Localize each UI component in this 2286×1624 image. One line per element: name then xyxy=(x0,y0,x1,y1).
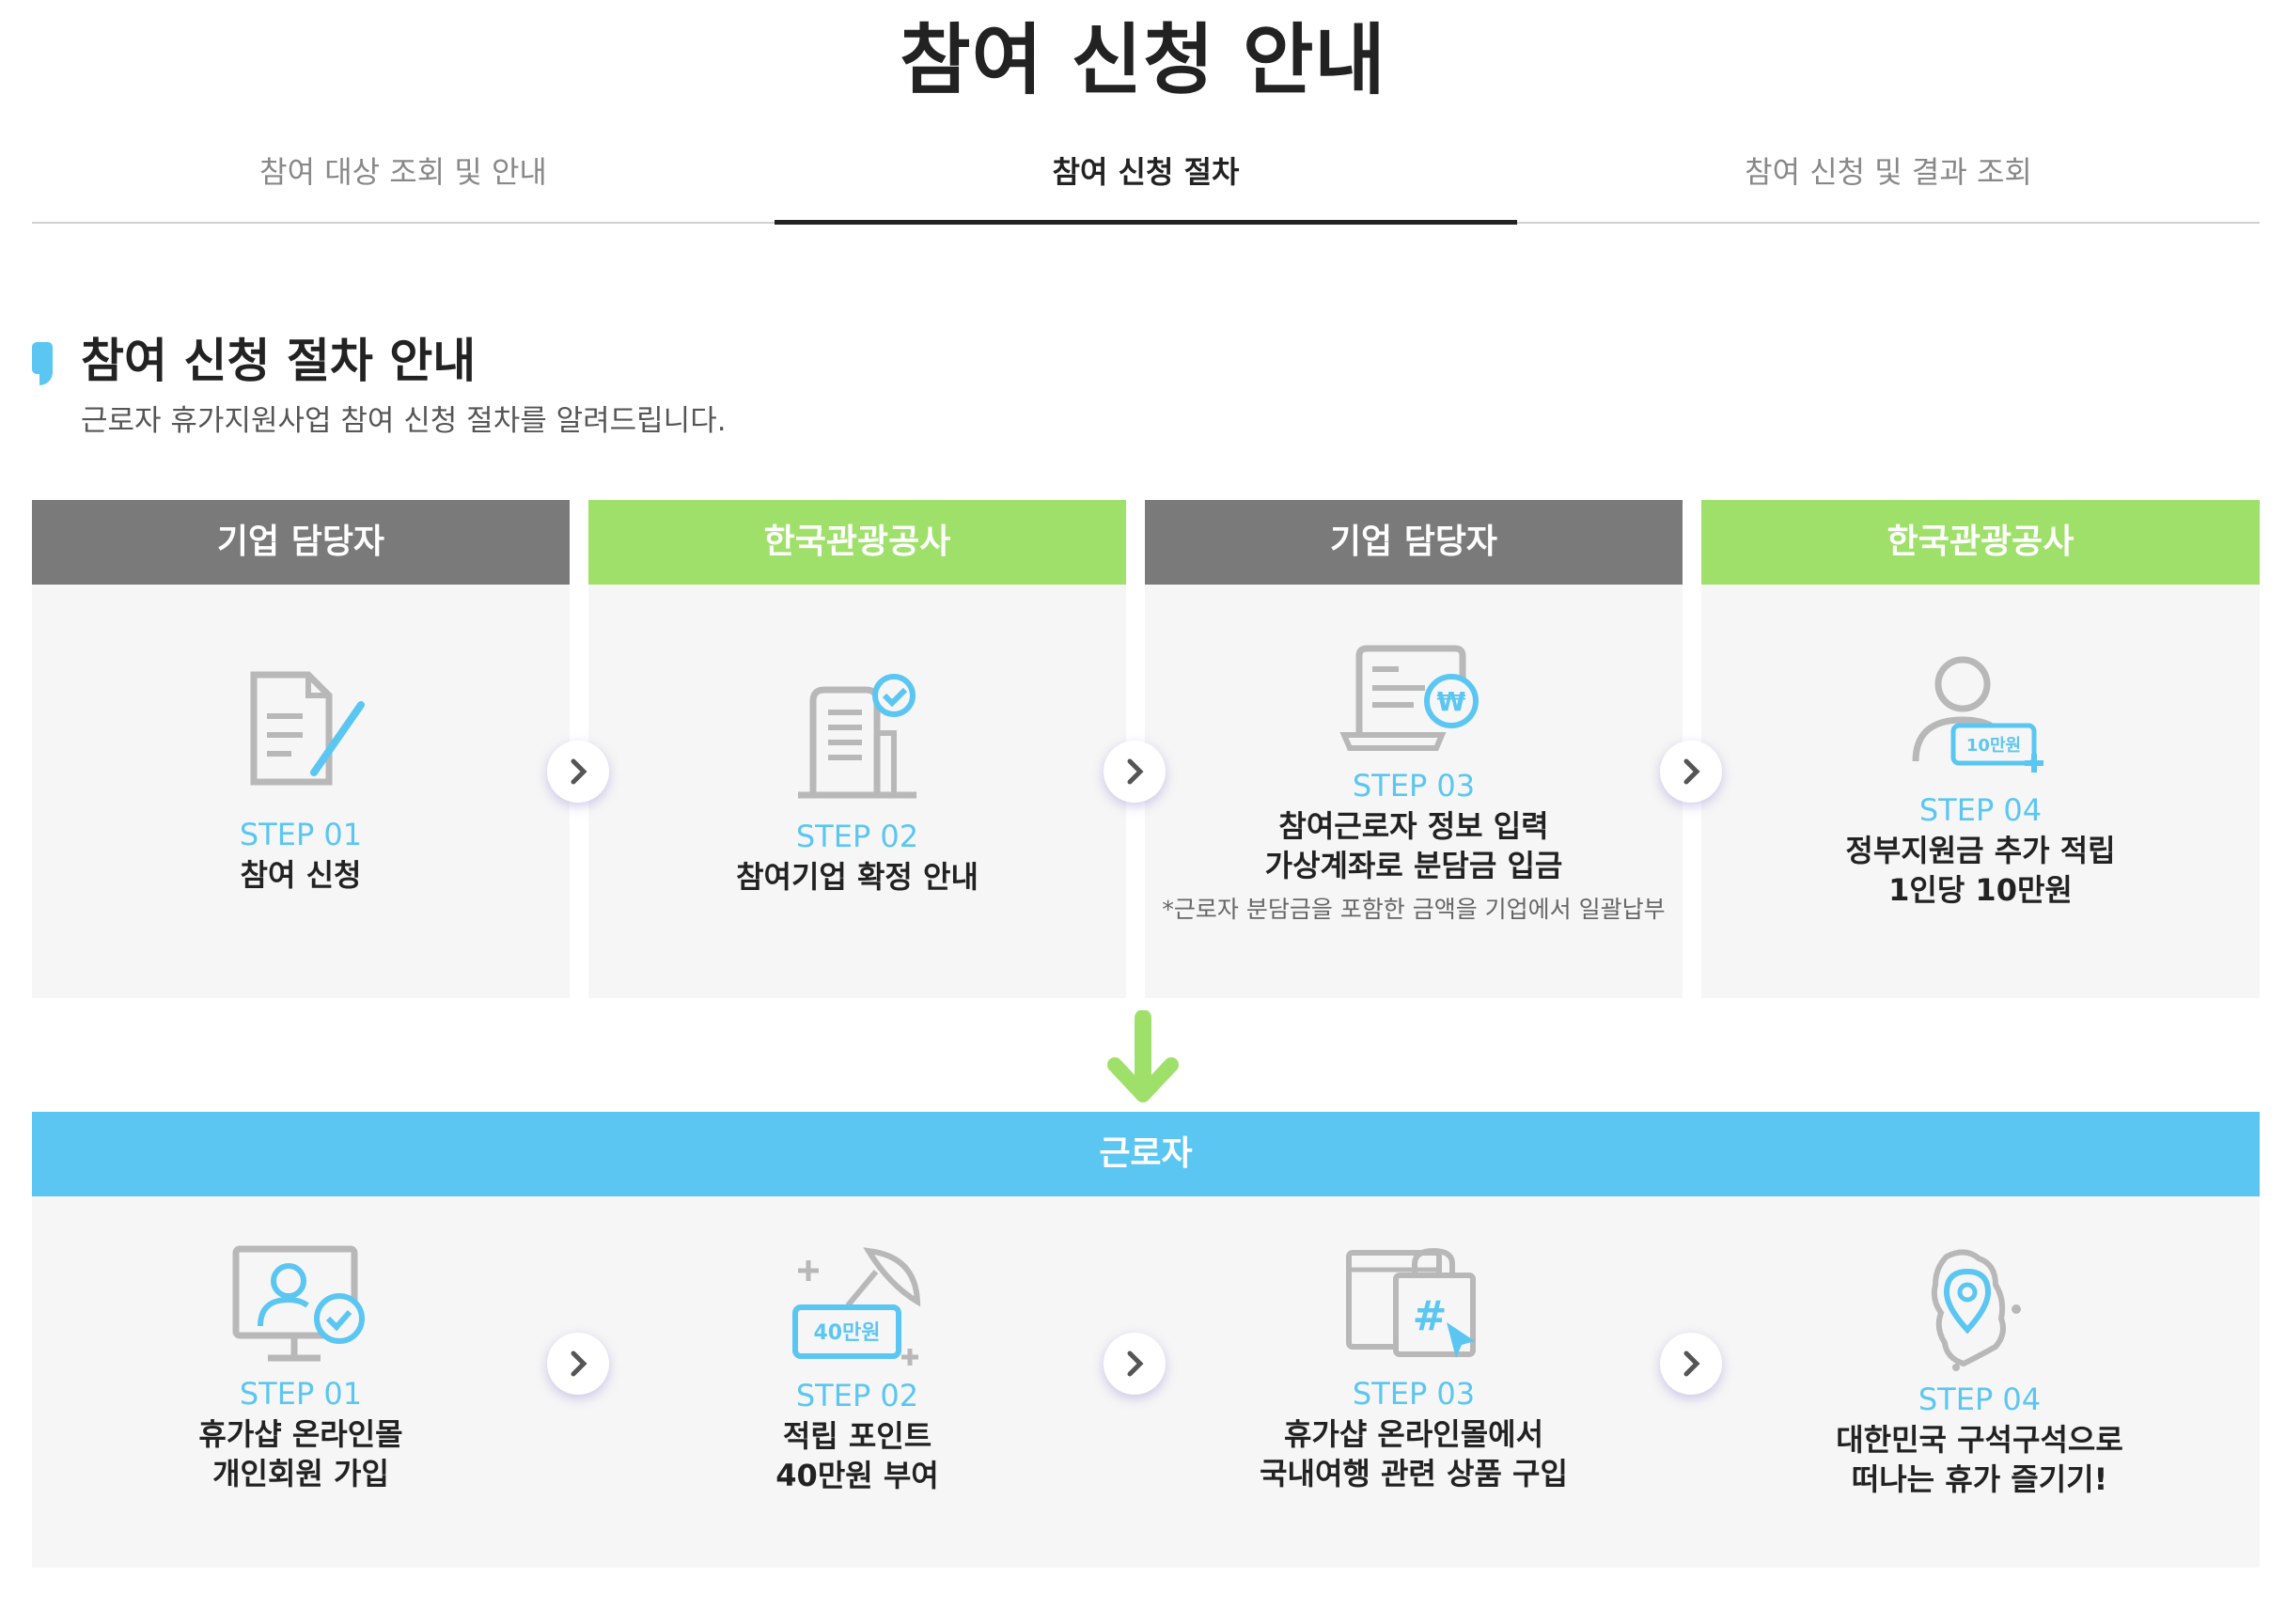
step-title-line-2: 개인회원 가입 xyxy=(212,1456,389,1491)
worker-step-1: STEP 01 휴가샵 온라인몰 개인회원 가입 xyxy=(38,1243,564,1493)
svg-text:#: # xyxy=(1413,1292,1448,1340)
laptop-won-icon: ₩ xyxy=(1145,643,1683,756)
chevron-right-icon xyxy=(1683,1351,1700,1377)
chevron-right-icon xyxy=(571,758,587,785)
worker-step-4: STEP 04 대한민국 구석구석으로 떠나는 휴가 즐기기! xyxy=(1707,1243,2252,1499)
chevron-right-icon xyxy=(1683,758,1700,785)
next-arrow-button[interactable] xyxy=(1104,1333,1166,1395)
step-title-line-1: 정부지원금 추가 적립 xyxy=(1845,833,2116,868)
tab-bar: 참여 대상 조회 및 안내 참여 신청 절차 참여 신청 및 결과 조회 xyxy=(32,141,2260,225)
chevron-right-icon xyxy=(1127,1351,1144,1377)
worker-step-2: 40만원 STEP 02 적립 포인트 40만원 부여 xyxy=(594,1243,1120,1495)
arrow-down-icon xyxy=(1105,1009,1181,1108)
step-title: 참여기업 확정 안내 xyxy=(736,859,979,895)
korea-map-pin-icon xyxy=(1707,1243,2252,1375)
step-label: STEP 02 xyxy=(795,819,919,854)
step-title-line-2: 40만원 부여 xyxy=(775,1458,939,1493)
worker-step-3: # STEP 03 휴가샵 온라인몰에서 국내여행 관련 상품 구입 xyxy=(1151,1243,1677,1493)
step-title-line-2: 국내여행 관련 상품 구입 xyxy=(1260,1456,1568,1491)
document-edit-icon xyxy=(32,667,570,793)
step-title-line-1: 참여근로자 정보 입력 xyxy=(1278,808,1549,844)
next-arrow-button[interactable] xyxy=(547,1333,609,1395)
page-title: 참여 신청 안내 xyxy=(900,16,1386,105)
next-arrow-button[interactable] xyxy=(1660,741,1722,803)
step-label: STEP 04 xyxy=(1918,792,2043,828)
quote-mark-icon xyxy=(32,342,53,385)
card-header: 기업 담당자 xyxy=(32,500,570,585)
next-arrow-button[interactable] xyxy=(1660,1333,1722,1395)
icon-badge-text: 40만원 xyxy=(813,1321,880,1345)
chevron-right-icon xyxy=(1127,758,1144,785)
section-title: 참여 신청 절차 안내 xyxy=(81,334,477,388)
tab-target-lookup[interactable]: 참여 대상 조회 및 안내 xyxy=(259,154,547,190)
company-step-card-2: 한국관광공사 STEP 02 참여기업 확정 안내 xyxy=(588,500,1126,998)
company-step-card-1: 기업 담당자 STEP 01 참여 신청 xyxy=(32,500,570,998)
chevron-right-icon xyxy=(571,1351,587,1377)
step-label: STEP 01 xyxy=(239,1376,363,1412)
card-header: 한국관광공사 xyxy=(1701,500,2260,585)
worker-header: 근로자 xyxy=(32,1112,2260,1196)
card-header: 기업 담당자 xyxy=(1145,500,1683,585)
section-description: 근로자 휴가지원사업 참여 신청 절차를 알려드립니다. xyxy=(81,404,727,438)
company-step-card-4: 한국관광공사 10만원 STEP 04 정부지원금 추가 적립 1인당 10만원 xyxy=(1701,500,2260,998)
step-title-line-1: 휴가샵 온라인몰 xyxy=(198,1416,403,1452)
step-title-line-2: 떠나는 휴가 즐기기! xyxy=(1851,1461,2108,1497)
step-label: STEP 03 xyxy=(1352,1376,1476,1412)
company-step-card-3: 기업 담당자 ₩ STEP 03 참여근로자 정보 입력 가상계좌로 분담금 입… xyxy=(1145,500,1683,998)
monitor-user-check-icon xyxy=(38,1243,564,1369)
umbrella-points-icon: 40만원 xyxy=(594,1243,1120,1375)
step-label: STEP 03 xyxy=(1352,768,1476,804)
icon-badge-text: 10만원 xyxy=(1966,736,2021,756)
step-title-line-2: 가상계좌로 분담금 입금 xyxy=(1264,848,1563,883)
card-header: 한국관광공사 xyxy=(588,500,1126,585)
step-label: STEP 01 xyxy=(239,817,363,852)
step-title-line-1: 휴가샵 온라인몰에서 xyxy=(1283,1416,1544,1452)
step-label: STEP 02 xyxy=(795,1378,919,1413)
step-title-line-1: 대한민국 구석구석으로 xyxy=(1836,1422,2123,1458)
svg-text:₩: ₩ xyxy=(1437,686,1466,717)
step-note: *근로자 분담금을 포함한 금액을 기업에서 일괄납부 xyxy=(1162,896,1666,923)
tab-application-result[interactable]: 참여 신청 및 결과 조회 xyxy=(1745,154,2032,190)
building-check-icon xyxy=(588,667,1126,803)
step-label: STEP 04 xyxy=(1918,1382,2042,1417)
next-arrow-button[interactable] xyxy=(1104,741,1166,803)
step-title: 참여 신청 xyxy=(240,857,362,893)
shopping-bag-cursor-icon: # xyxy=(1151,1243,1677,1369)
step-title-line-1: 적립 포인트 xyxy=(782,1418,932,1454)
tab-application-procedure[interactable]: 참여 신청 절차 xyxy=(775,141,1517,225)
person-money-icon: 10만원 xyxy=(1701,650,2260,776)
next-arrow-button[interactable] xyxy=(547,741,609,803)
step-title-line-2: 1인당 10만원 xyxy=(1888,872,2073,908)
